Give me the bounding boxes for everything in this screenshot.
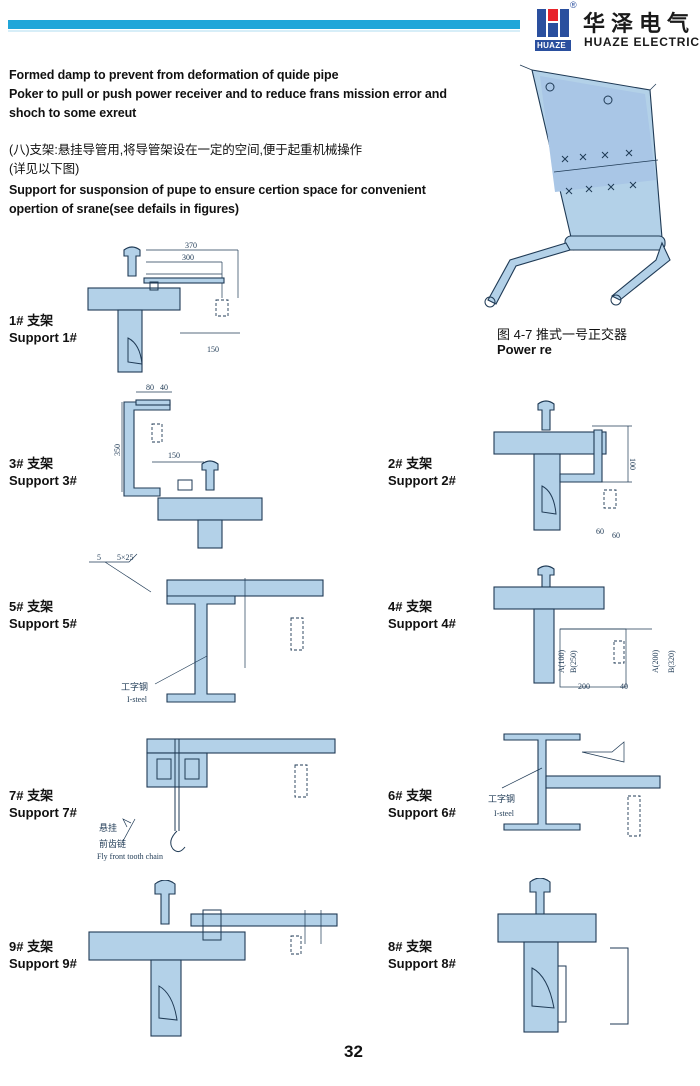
s7-chain-en: Fly front tooth chain [97, 852, 163, 861]
brand-name-cn: 华泽电气 [583, 11, 696, 36]
s3-dim-350: 350 [113, 444, 122, 456]
support-4-cn: 4# 支架 [388, 599, 433, 614]
s5-weld: 5 [97, 553, 101, 562]
s7-chain-cn1: 悬挂 [99, 822, 117, 834]
support-9-drawing [88, 880, 338, 1037]
support-1-cn: 1# 支架 [9, 313, 54, 328]
support-4-drawing: A(100) B(250) A(200) B(320) 200 40 [493, 565, 676, 691]
support-2-en: Support 2# [388, 473, 456, 488]
s3-dim-150: 150 [168, 451, 180, 460]
support-6-drawing: 工字钢 I-steel [488, 733, 661, 837]
header-bar-shadow [8, 30, 520, 32]
intro-line-2: Poker to pull or push power receiver and… [9, 87, 447, 101]
s5-steel-cn: 工字钢 [121, 681, 148, 693]
s2-dim-100: 100 [628, 458, 637, 470]
brand-logo: HUAZE [535, 7, 571, 51]
intro-en-1: Support for susponsion of pupe to ensure… [9, 183, 426, 197]
s2-dim-60b: 60 [612, 531, 620, 540]
support-6-cn: 6# 支架 [388, 788, 433, 803]
support-1-label: 1# 支架 Support 1# [9, 312, 77, 346]
s3-dim-80: 80 [146, 383, 154, 392]
s5-steel-en: I-steel [127, 695, 148, 704]
s5-weld-size: 5×25 [117, 553, 134, 562]
support-4-label: 4# 支架 Support 4# [388, 598, 456, 632]
intro-line-1: Formed damp to prevent from deformation … [9, 68, 339, 82]
support-5-cn: 5# 支架 [9, 599, 54, 614]
support-4-en: Support 4# [388, 616, 456, 631]
s4-a200: A(200) [651, 650, 660, 673]
support-8-en: Support 8# [388, 956, 456, 971]
support-2-label: 2# 支架 Support 2# [388, 455, 456, 489]
support-3-en: Support 3# [9, 473, 77, 488]
support-6-en: Support 6# [388, 805, 456, 820]
support-9-cn: 9# 支架 [9, 939, 54, 954]
s7-chain-cn2: 前齿链 [99, 838, 126, 850]
intro-en-2: opertion of srane(see defails in figures… [9, 202, 239, 216]
s1-dim-150: 150 [207, 345, 219, 354]
s4-a100: A(100) [557, 650, 566, 673]
logo-text: HUAZE [537, 41, 567, 50]
support-5-drawing: 5 5×25 工字钢 I-steel [89, 553, 324, 704]
support-1-drawing: 370 300 150 [87, 241, 240, 373]
s6-steel-en: I-steel [494, 809, 515, 818]
support-7-label: 7# 支架 Support 7# [9, 787, 77, 821]
support-3-cn: 3# 支架 [9, 456, 54, 471]
support-9-label: 9# 支架 Support 9# [9, 938, 77, 972]
s4-dim-40: 40 [620, 682, 628, 691]
support-9-en: Support 9# [9, 956, 77, 971]
support-5-label: 5# 支架 Support 5# [9, 598, 77, 632]
support-7-en: Support 7# [9, 805, 77, 820]
support-8-cn: 8# 支架 [388, 939, 433, 954]
page-number: 32 [344, 1042, 363, 1061]
s4-b250: B(250) [569, 650, 578, 673]
s2-dim-60a: 60 [596, 527, 604, 536]
s4-b320: B(320) [667, 650, 676, 673]
s1-dim-300: 300 [182, 253, 194, 262]
s4-dim-200: 200 [578, 682, 590, 691]
support-2-cn: 2# 支架 [388, 456, 433, 471]
support-3-drawing: 80 40 350 150 [113, 383, 263, 549]
intro-cn-2: (详见以下图) [9, 162, 80, 176]
brand-name-en: HUAZE ELECTRIC [584, 35, 700, 49]
registered-mark: ® [570, 0, 577, 10]
figure-caption-en: Power re [497, 342, 552, 357]
support-8-label: 8# 支架 Support 8# [388, 938, 456, 972]
intro-line-3: shoch to some exreut [9, 106, 137, 120]
support-7-drawing: 悬挂 前齿链 Fly front tooth chain [97, 738, 336, 861]
support-5-en: Support 5# [9, 616, 77, 631]
support-8-drawing [497, 878, 629, 1033]
support-1-en: Support 1# [9, 330, 77, 345]
header-bar [8, 20, 520, 29]
support-6-label: 6# 支架 Support 6# [388, 787, 456, 821]
support-3-label: 3# 支架 Support 3# [9, 455, 77, 489]
figure-caption-cn: 图 4-7 推式一号正交器 [497, 327, 628, 342]
intro-cn-1: (八)支架:悬挂导管用,将导管架设在一定的空间,便于起重机械操作 [9, 143, 363, 157]
s3-dim-40: 40 [160, 383, 168, 392]
s6-steel-cn: 工字钢 [488, 793, 515, 805]
s1-dim-370: 370 [185, 241, 197, 250]
support-2-drawing: 100 60 60 [493, 400, 637, 540]
support-7-cn: 7# 支架 [9, 788, 54, 803]
power-receiver-drawing [484, 64, 671, 308]
